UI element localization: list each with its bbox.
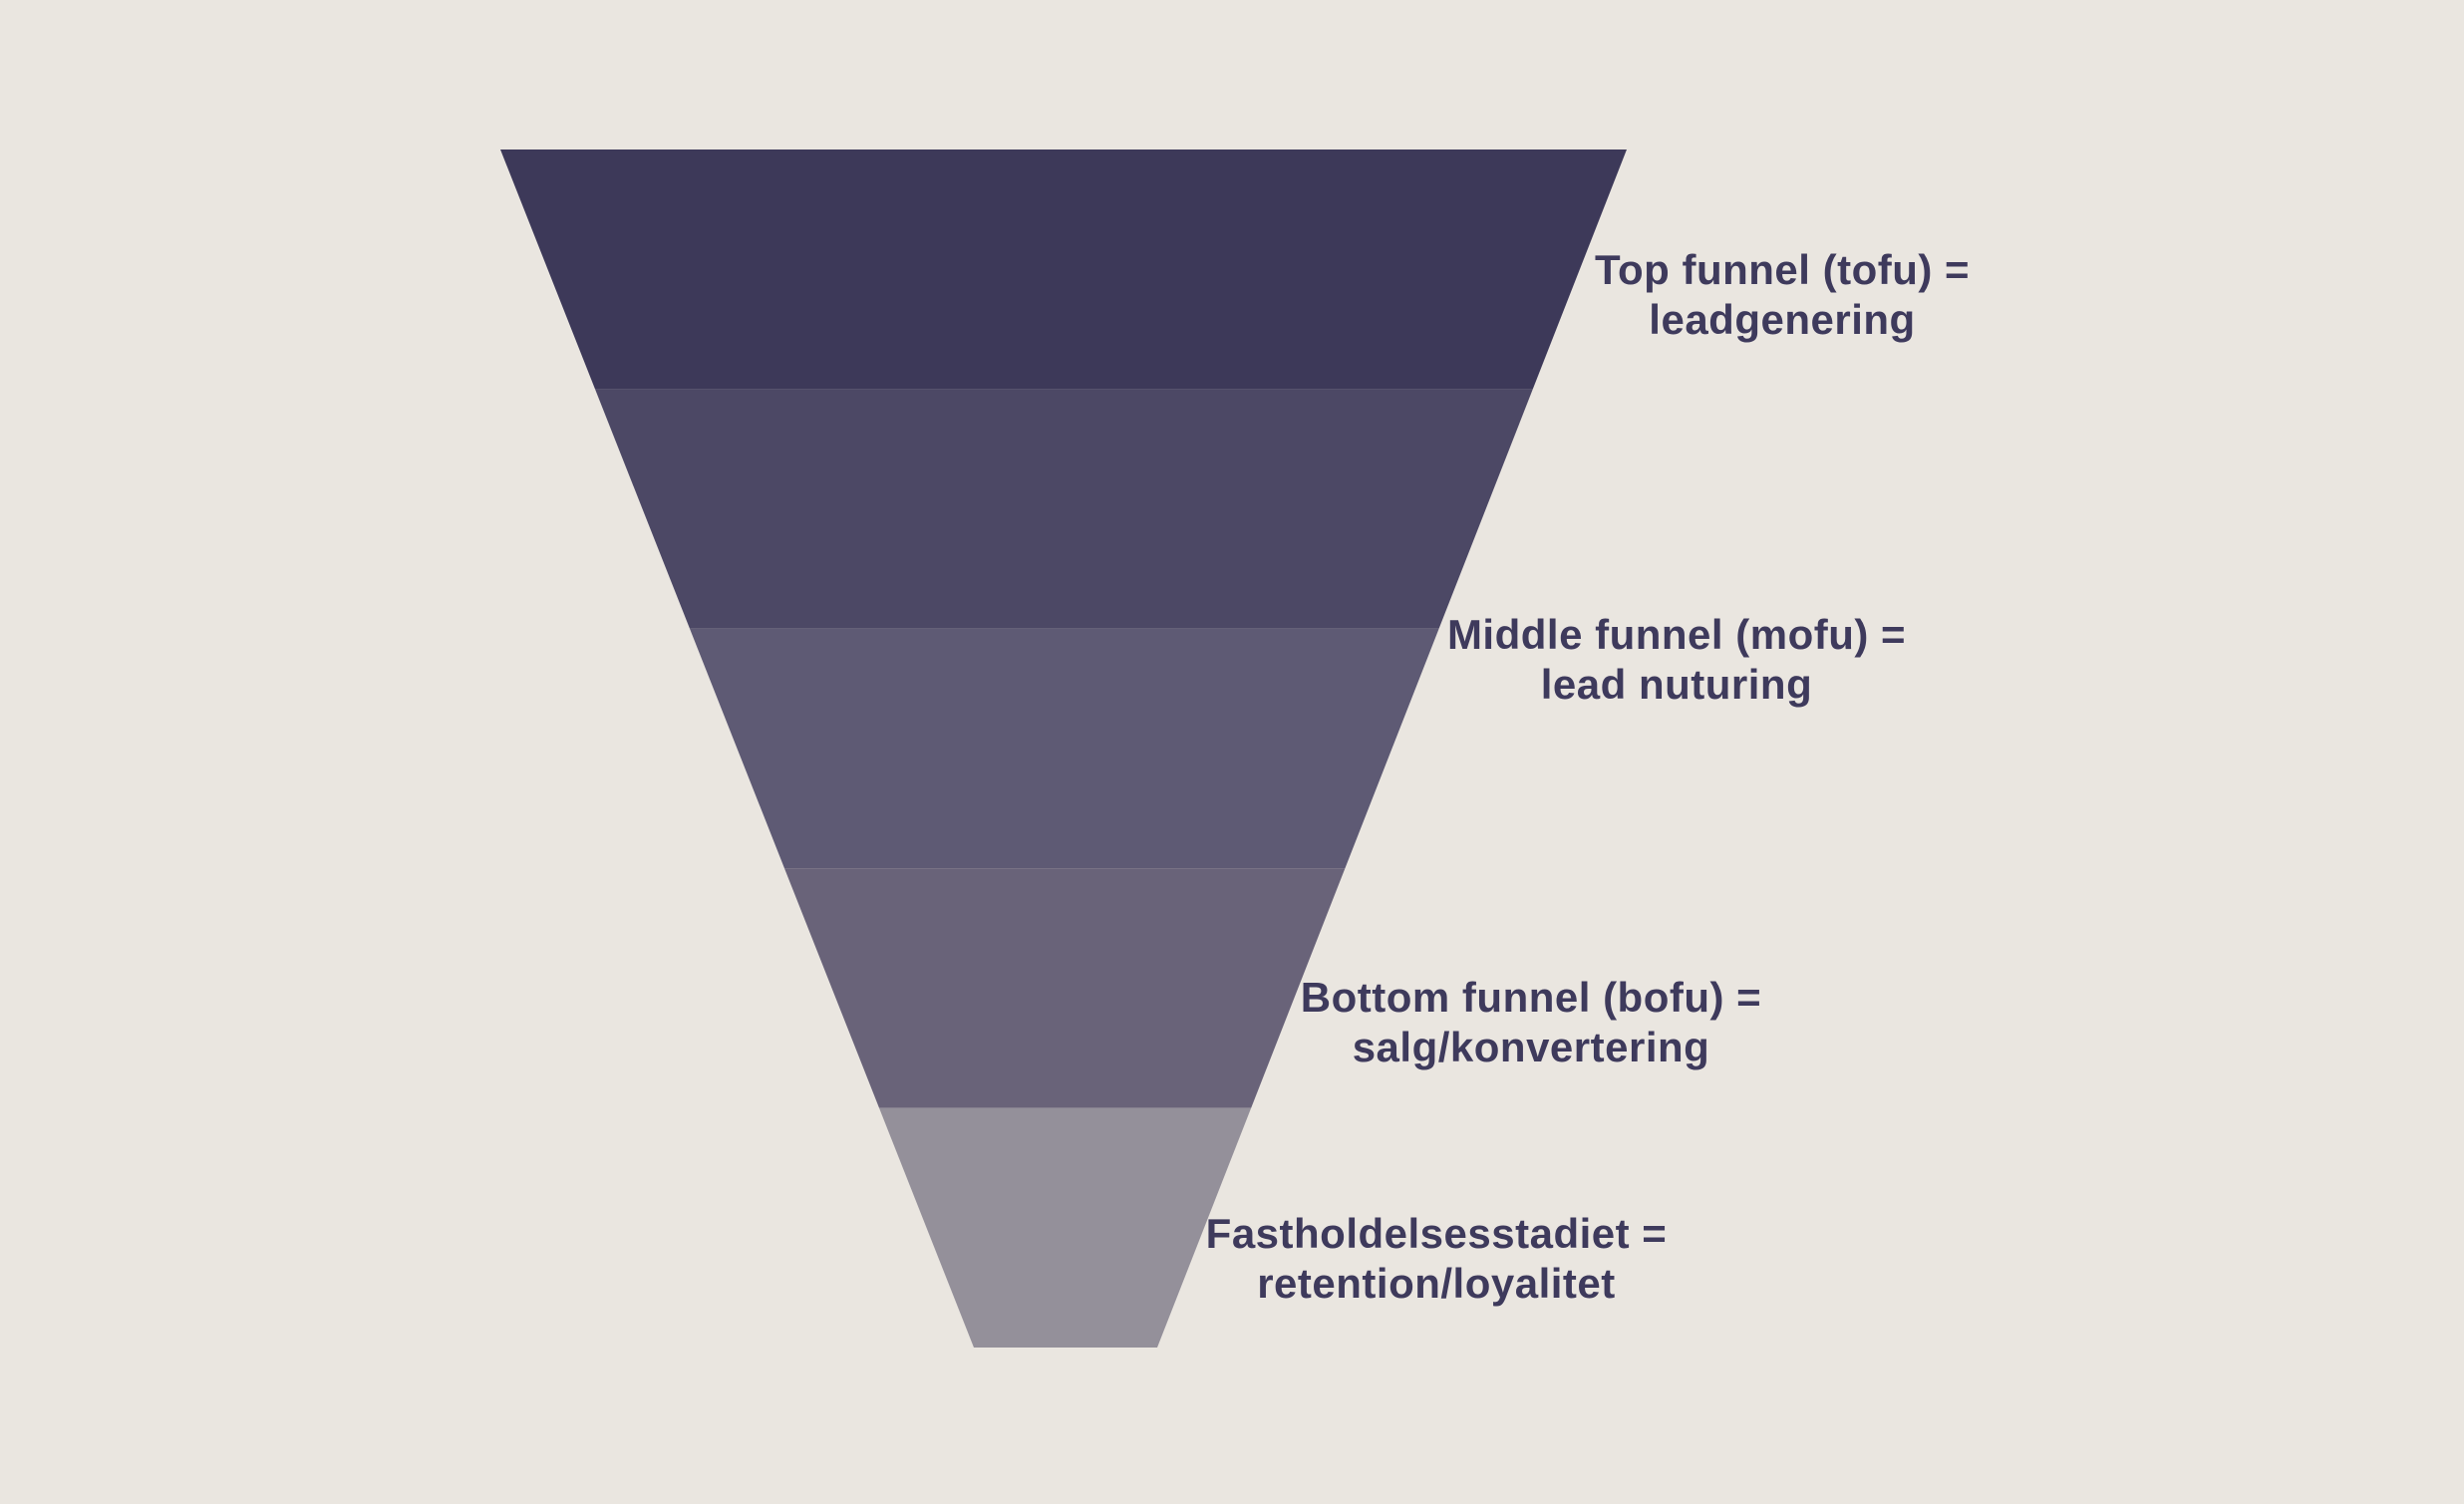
label-retention-stage-line2: retention/loyalitet bbox=[1257, 1260, 1616, 1307]
funnel-stage-retention bbox=[879, 1107, 1252, 1348]
funnel-stage-mofu-lower bbox=[690, 628, 1439, 869]
funnel-stage-tofu bbox=[500, 150, 1627, 390]
funnel-stage-mofu-upper bbox=[595, 389, 1533, 629]
label-top-funnel: Top funnel (tofu) = leadgenering bbox=[1595, 245, 1970, 345]
funnel-stage-bofu bbox=[784, 868, 1346, 1108]
label-bottom-funnel-line2: salg/konvertering bbox=[1352, 1024, 1710, 1070]
label-middle-funnel: Middle funnel (mofu) = lead nuturing bbox=[1447, 610, 1906, 710]
label-bottom-funnel: Bottom funnel (bofu) = salg/konvertering bbox=[1301, 973, 1761, 1072]
label-middle-funnel-line2: lead nuturing bbox=[1540, 661, 1813, 708]
label-retention-stage: Fastholdelsesstadiet = retention/loyalit… bbox=[1206, 1209, 1668, 1309]
label-retention-stage-line1: Fastholdelsesstadiet = bbox=[1205, 1210, 1668, 1258]
label-middle-funnel-line1: Middle funnel (mofu) = bbox=[1446, 611, 1907, 659]
label-top-funnel-line1: Top funnel (tofu) = bbox=[1594, 246, 1971, 294]
label-bottom-funnel-line1: Bottom funnel (bofu) = bbox=[1300, 974, 1762, 1022]
label-top-funnel-line2: leadgenering bbox=[1649, 296, 1916, 343]
